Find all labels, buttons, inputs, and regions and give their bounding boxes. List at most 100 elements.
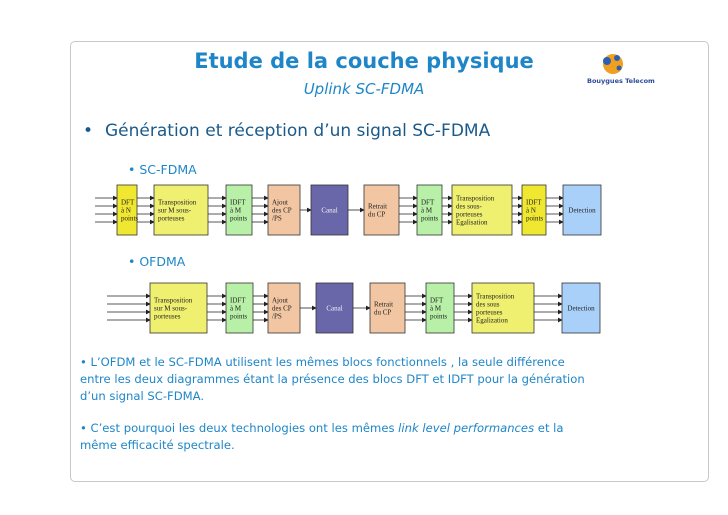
sc-fdma-block-text: porteuses [456,211,483,219]
sc-fdma-block-text: Transposition [158,199,197,207]
sc-fdma-block-rect [363,184,400,236]
p2-start: • C’est pourquoi les deux technologies o… [80,421,399,435]
sc-fdma-block-text: DFT [421,199,435,207]
ofdma-block-text: points [430,313,447,321]
sc-fdma-block-text: IDFT [526,199,542,207]
ofdma-block: Canal [315,282,354,334]
sc-fdma-block-text: Ajout [272,199,288,207]
ofdma-block-rect [425,282,455,334]
paragraph-1-line-1: • L’OFDM et le SC-FDMA utilisent les mêm… [80,355,565,369]
sc-fdma-block-text: Canal [321,207,337,215]
sc-fdma-block-rect [521,184,547,236]
bullet: • [83,121,94,141]
paragraph-1-line-3: d’un signal SC-FDMA. [80,389,205,403]
sc-fdma-block-rect [310,184,349,236]
sc-fdma-block-text: DFT [121,199,135,207]
ofdma-block-text: à M [230,305,242,313]
sc-fdma-block-text: des CP [272,207,292,215]
sc-fdma-block-rect [416,184,443,236]
sc-fdma-block-text: à N [526,207,536,215]
sc-fdma-block-text: sur M sous- [158,207,192,215]
ofdma-block-text: Ajout [272,297,288,305]
sc-fdma-block-text: Detection [568,207,596,215]
slide-title: Etude de la couche physique [194,49,534,73]
ofdma-block-rect [471,282,535,334]
p2-italic: link level performances [398,421,535,435]
sc-fdma-block-rect [451,184,513,236]
slide-frame [70,41,709,482]
ofdma-block-text: à M [430,305,442,313]
paragraph-2-line-1: • C’est pourquoi les deux technologies o… [80,420,640,437]
paragraph-1: • L’OFDM et le SC-FDMA utilisent les mêm… [80,354,640,405]
ofdma-block-rect [369,282,406,334]
ofdma-block-text: Canal [326,305,342,313]
sc-fdma-block-text: à N [121,207,131,215]
ofdma-block-text: porteuses [154,313,181,321]
sc-fdma-block-text: des sous- [456,203,483,211]
sc-fdma-block-text: /PS [272,215,282,223]
section-heading: • Génération et réception d’un signal SC… [83,121,491,141]
ofdma-block-text: /PS [272,313,282,321]
sc-fdma-block-rect [116,184,138,236]
sc-fdma-block: Canal [310,184,349,236]
sc-fdma-block-text: à M [230,207,242,215]
ofdma-block-text: du CP [374,309,391,317]
sc-fdma-block-text: points [121,215,138,223]
p2-end: et la [534,421,564,435]
sc-fdma-block-text: points [526,215,543,223]
heading-text: Génération et réception d’un signal SC-F… [105,121,491,141]
ofdma-block-text: Egalization [476,317,508,325]
sc-fdma-label: • SC-FDMA [128,162,197,177]
sc-fdma-block-text: Egalisation [456,219,488,227]
sc-fdma-block-rect [267,184,301,236]
ofdma-block-text: Transposition [476,293,515,301]
paragraph-2-line-2: même efficacité spectrale. [80,438,235,452]
sc-fdma-block-rect [562,184,602,236]
paragraph-1-line-2: entre les deux diagrammes étant la prése… [80,372,585,386]
sc-fdma-block-rect [225,184,253,236]
sc-fdma-block-text: points [230,215,247,223]
ofdma-block-rect [267,282,301,334]
ofdma-block-rect [561,282,601,334]
paragraph-2: • C’est pourquoi les deux technologies o… [80,420,640,454]
ofdma-label: • OFDMA [128,254,186,269]
ofdma-block-text: points [230,313,247,321]
ofdma-block-text: sur M sous- [154,305,188,313]
ofdma-block-text: IDFT [230,297,246,305]
ofdma-block-rect [149,282,208,334]
logo-brand-text: Bouygues Telecom [587,77,655,85]
bouygues-logo-icon [603,54,623,74]
sc-fdma-block-rect [153,184,209,236]
ofdma-block-text: des CP [272,305,292,313]
ofdma-block-text: Detection [567,305,595,313]
sc-fdma-block-text: Retrait [368,203,387,211]
ofdma-block-rect [225,282,254,334]
sc-fdma-block: Detection [562,184,602,236]
ofdma-block-text: des sous [476,301,500,309]
ofdma-block: Detection [561,282,601,334]
sc-fdma-block-text: porteuses [158,215,185,223]
ofdma-block-text: DFT [430,297,444,305]
sc-fdma-block-text: IDFT [230,199,246,207]
sc-fdma-block-text: points [421,215,438,223]
slide-subtitle: Uplink SC-FDMA [303,80,425,98]
sc-fdma-block-text: à M [421,207,433,215]
ofdma-block-text: Retrait [374,301,393,309]
ofdma-block-text: porteuses [476,309,503,317]
sc-fdma-block-text: du CP [368,211,385,219]
